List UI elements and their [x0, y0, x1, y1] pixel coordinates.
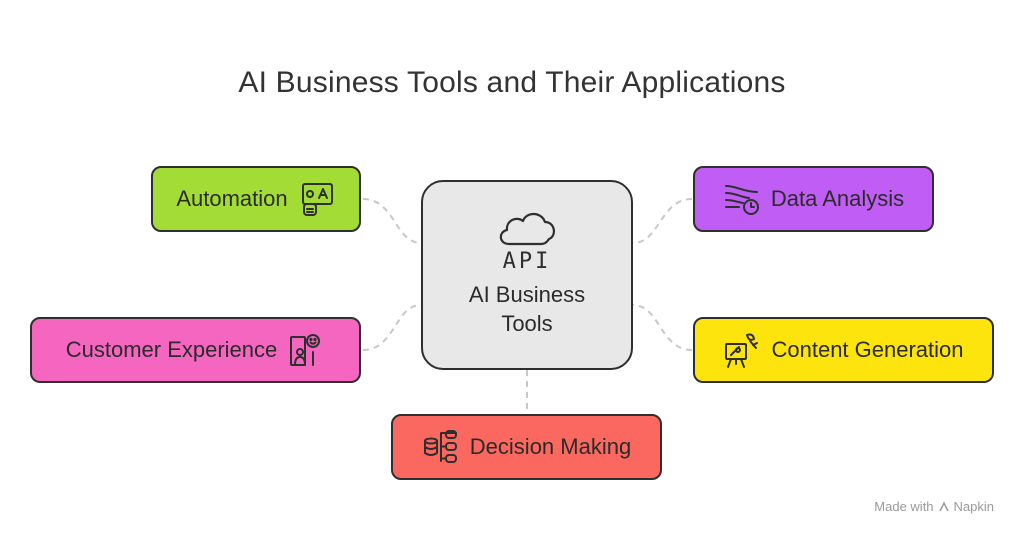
connector-customer-experience	[362, 304, 422, 351]
node-decision-making: Decision Making	[391, 414, 662, 480]
watermark-text: Made with	[874, 499, 934, 514]
robot-screen-icon	[298, 180, 336, 218]
node-automation: Automation	[151, 166, 361, 232]
node-decision-making-label: Decision Making	[469, 434, 632, 459]
watermark-brand: Napkin	[953, 499, 994, 514]
cloud-icon	[499, 212, 555, 246]
node-customer-experience-label: Customer Experience	[65, 337, 278, 362]
data-flow-clock-icon	[723, 180, 761, 218]
node-content-generation: Content Generation	[693, 317, 994, 383]
node-data-analysis: Data Analysis	[693, 166, 934, 232]
node-content-generation-label: Content Generation	[771, 337, 964, 362]
central-node-label: AI Business Tools	[468, 282, 586, 336]
api-icon-text: API	[502, 249, 552, 274]
central-node: API AI Business Tools	[421, 180, 633, 370]
customer-smile-icon	[287, 331, 325, 369]
database-hierarchy-icon	[422, 428, 460, 466]
connector-content-generation	[632, 304, 693, 351]
diagram-title: AI Business Tools and Their Applications	[238, 66, 786, 99]
easel-brush-icon	[723, 331, 761, 369]
node-customer-experience: Customer Experience	[30, 317, 361, 383]
napkin-logo-icon	[938, 500, 949, 511]
connector-data-analysis	[632, 198, 693, 244]
node-automation-label: Automation	[176, 186, 288, 211]
node-data-analysis-label: Data Analysis	[770, 186, 905, 211]
watermark: Made with Napkin	[874, 499, 994, 514]
connector-automation	[362, 198, 422, 244]
